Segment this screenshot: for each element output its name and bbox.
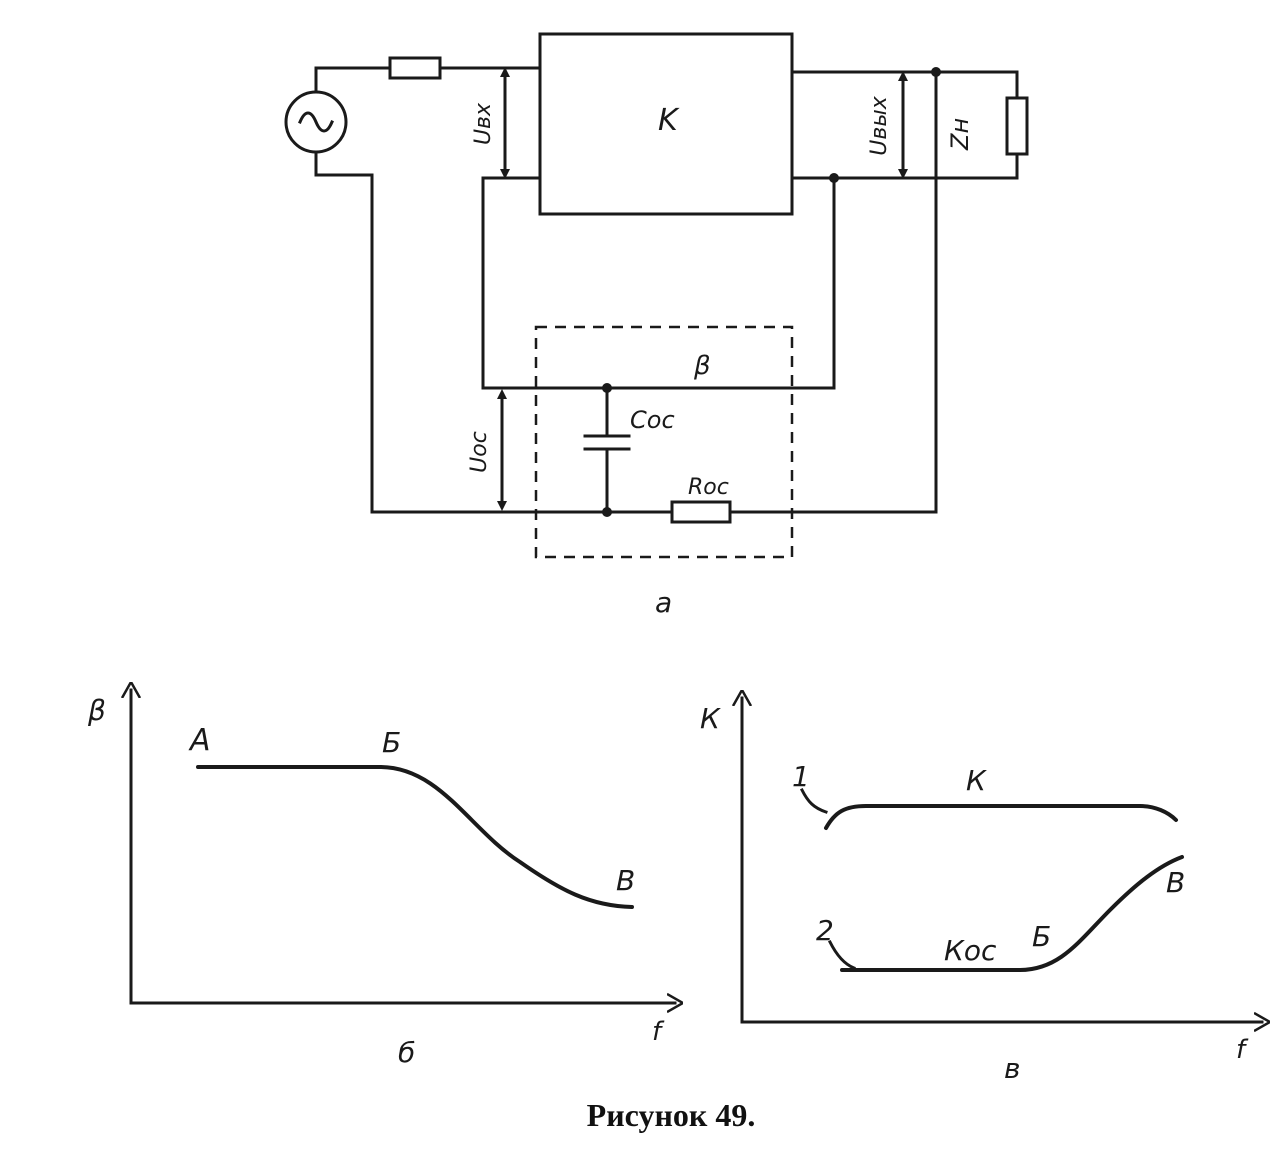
point-a-label: А <box>188 723 211 758</box>
sine-icon <box>298 111 334 133</box>
beta-label: β <box>693 351 711 381</box>
x-axis-label: f <box>1236 1035 1249 1065</box>
panel-label-v: в <box>1004 1052 1021 1085</box>
feedback-output-wire <box>790 176 836 390</box>
curve2-number: 2 <box>816 914 834 947</box>
point-v-label: В <box>616 864 635 897</box>
beta-network-box <box>534 325 794 559</box>
u-out-label: Uвых <box>867 95 892 155</box>
y-axis-label: К <box>700 702 721 735</box>
point-v-label: В <box>1166 866 1185 899</box>
input-top-wire <box>314 56 542 94</box>
point-b-label: Б <box>1032 920 1051 953</box>
ac-source <box>284 90 348 154</box>
closed-loop-gain-curve <box>840 855 1184 972</box>
x-axis-label: f <box>652 1017 665 1047</box>
panel-label-a: а <box>655 586 672 619</box>
u-in-label: Uвх <box>471 102 496 145</box>
gain-frequency-plot: К f 1 К 2 Кос Б В в <box>700 698 1262 1085</box>
junction-dot <box>602 507 612 517</box>
output-bottom-wire <box>790 152 1019 180</box>
res-label: Rос <box>688 475 729 500</box>
y-axis-label: β <box>87 694 106 727</box>
curve2-leader <box>827 939 856 970</box>
feedback-input-wire <box>481 176 542 390</box>
amplifier-block: K <box>538 32 794 216</box>
output-feedback-wire <box>788 70 938 514</box>
circuit-diagram: K Uвх Zн Uвых β Cос <box>284 32 1029 619</box>
open-loop-gain-curve <box>824 804 1178 830</box>
point-b-label: Б <box>382 726 401 759</box>
output-top-wire <box>790 70 1019 100</box>
cap-label: Cос <box>630 406 675 434</box>
feedback-resistor <box>670 500 732 524</box>
beta-frequency-plot: β f А Б В б <box>87 690 675 1069</box>
u-fb-label: Uос <box>467 431 492 473</box>
amplifier-label: K <box>658 103 680 138</box>
series-resistor <box>388 56 442 80</box>
curve1-label: К <box>966 764 987 797</box>
load-resistor <box>1005 96 1029 156</box>
input-bottom-wire <box>314 150 532 514</box>
curve1-leader <box>799 787 828 814</box>
figure-caption: Рисунок 49. <box>587 1097 756 1133</box>
beta-curve <box>196 765 634 909</box>
load-label: Zн <box>946 118 974 151</box>
curve1-number: 1 <box>792 760 810 793</box>
curve2-label: Кос <box>944 934 997 967</box>
panel-label-b: б <box>398 1036 415 1069</box>
